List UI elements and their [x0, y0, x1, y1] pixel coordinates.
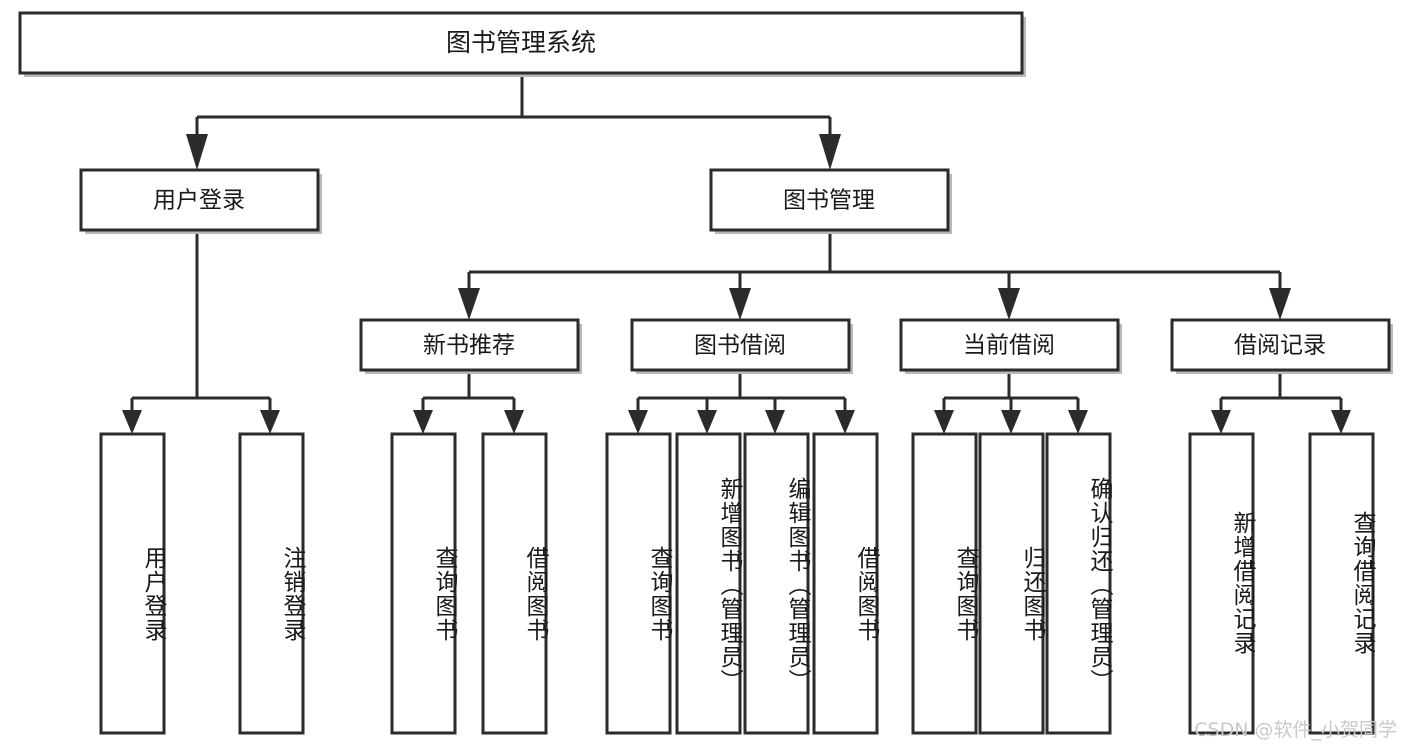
- arrow-leaf-9: [934, 410, 954, 434]
- current-borrow-box[interactable]: [899, 318, 1120, 372]
- arrow-leaf-3: [413, 410, 433, 434]
- arrow-leaf-4: [504, 410, 524, 434]
- leaf-box-borrow-book-2[interactable]: [812, 432, 879, 735]
- leaf-boxes: [99, 432, 1375, 735]
- arrow-leaf-8: [835, 410, 855, 434]
- connectors: [122, 76, 1351, 434]
- leaf-box-add-book[interactable]: [675, 432, 742, 735]
- leaf-box-query-book-1[interactable]: [390, 432, 457, 735]
- arrow-leaf-6: [697, 410, 717, 434]
- arrow-leaf-7: [765, 410, 785, 434]
- leaf-box-add-record[interactable]: [1188, 432, 1255, 735]
- arrow-leaf-5: [628, 410, 648, 434]
- leaf-box-query-book-3[interactable]: [911, 432, 978, 735]
- leaf-box-logout[interactable]: [238, 432, 305, 735]
- leaf-box-query-record[interactable]: [1308, 432, 1375, 735]
- arrow-leaf-2: [260, 410, 280, 434]
- arrow-to-user-login: [186, 134, 208, 170]
- arrow-leaf-1: [122, 410, 142, 434]
- leaf-box-return-book[interactable]: [978, 432, 1045, 735]
- book-management-label: 图书管理: [783, 188, 875, 214]
- current-borrow-label: 当前借阅: [963, 333, 1055, 359]
- arrow-to-newbook: [458, 288, 480, 320]
- leaf-box-edit-book[interactable]: [743, 432, 810, 735]
- node-user-login[interactable]: 用户登录: [79, 168, 322, 234]
- leaf-box-user-login[interactable]: [99, 432, 166, 735]
- arrow-leaf-10: [1001, 410, 1021, 434]
- arrow-leaf-12: [1211, 410, 1231, 434]
- arrow-to-book-mgmt: [819, 134, 841, 170]
- root-box[interactable]: [18, 11, 1024, 75]
- node-book-management[interactable]: 图书管理: [709, 168, 952, 234]
- arrow-to-current: [998, 288, 1020, 320]
- arrow-to-record: [1269, 288, 1291, 320]
- new-book-recommend-label: 新书推荐: [423, 333, 515, 359]
- borrow-record-label: 借阅记录: [1234, 333, 1326, 359]
- new-book-recommend-box[interactable]: [359, 318, 580, 372]
- arrow-leaf-11: [1068, 410, 1088, 434]
- book-management-box[interactable]: [709, 168, 950, 232]
- node-book-borrow[interactable]: 图书借阅: [630, 318, 853, 374]
- leaf-box-query-book-2[interactable]: [605, 432, 672, 735]
- book-borrow-label: 图书借阅: [694, 333, 786, 359]
- borrow-record-box[interactable]: [1170, 318, 1391, 372]
- root-label: 图书管理系统: [446, 28, 596, 57]
- leaf-box-borrow-book-1[interactable]: [481, 432, 548, 735]
- node-new-book-recommend[interactable]: 新书推荐: [359, 318, 582, 374]
- user-login-box[interactable]: [79, 168, 320, 232]
- user-login-label: 用户登录: [153, 188, 245, 214]
- csdn-watermark: CSDN @软件_小贺同学: [1194, 719, 1397, 741]
- leaf-box-confirm-return[interactable]: [1045, 432, 1112, 735]
- node-current-borrow[interactable]: 当前借阅: [899, 318, 1122, 374]
- node-root[interactable]: 图书管理系统: [18, 11, 1026, 77]
- node-borrow-record[interactable]: 借阅记录: [1170, 318, 1393, 374]
- book-borrow-box[interactable]: [630, 318, 851, 372]
- arrow-leaf-13: [1331, 410, 1351, 434]
- arrow-to-borrow: [729, 288, 751, 320]
